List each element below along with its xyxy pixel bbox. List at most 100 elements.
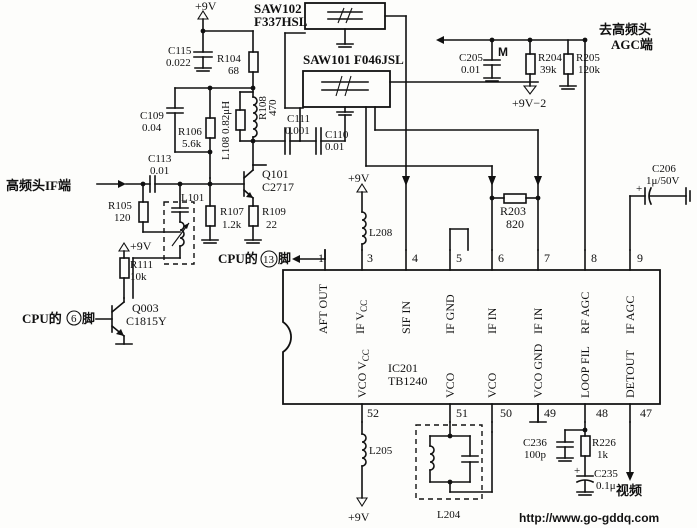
svg-text:脚: 脚 — [278, 251, 291, 266]
pin-3-name: IF VCC — [353, 300, 369, 334]
c113-ref: C113 — [148, 153, 172, 165]
r105-val: 120 — [114, 212, 131, 224]
vcc-bot-label: +9V — [348, 510, 370, 524]
if-vcc-supply — [356, 182, 368, 251]
input-network — [96, 175, 211, 265]
c110-ref: C110 — [325, 129, 349, 141]
vcc-mid-label: +9V — [348, 171, 370, 185]
video-label: 视频 — [616, 483, 642, 498]
r106-ref: R106 — [178, 126, 202, 138]
r109-ref: R109 — [262, 206, 286, 218]
r106-val: 5.6k — [182, 138, 202, 150]
pin-9-number: 9 — [637, 251, 643, 265]
aft-out-wiring — [292, 249, 326, 263]
svg-text:+: + — [574, 465, 580, 477]
l108-label: L108 0.82μH — [220, 101, 232, 160]
r203-val: 820 — [506, 217, 524, 231]
ic201-ref: IC201 — [388, 361, 418, 375]
pin-48-name: LOOP FIL — [578, 346, 592, 398]
vcc-agc-label: +9V−2 — [512, 96, 546, 110]
cpu-pin13-label: CPU的 13 脚 — [218, 250, 291, 268]
r105-ref: R105 — [108, 200, 132, 212]
ic201-part: TB1240 — [388, 374, 427, 388]
c109-val: 0.04 — [142, 122, 162, 134]
svg-text:13: 13 — [263, 254, 275, 266]
ic-top-pin-stubs — [324, 249, 631, 271]
c235-val: 0.1μ — [596, 480, 616, 492]
c205-val: 0.01 — [461, 64, 480, 76]
c111-ref: C111 — [287, 113, 310, 125]
c109-ref: C109 — [140, 110, 164, 122]
q101-ref: Q101 — [262, 167, 289, 181]
svg-text:6: 6 — [71, 313, 77, 325]
q101-part: C2717 — [262, 180, 294, 194]
vcc-top-label: +9V — [195, 0, 217, 13]
pin-6-number: 6 — [498, 251, 504, 265]
pin-47-name: DETOUT — [623, 350, 637, 398]
r107-val: 1.2k — [222, 219, 242, 231]
rf-agc-network — [436, 36, 588, 251]
pin-1-number: 1 — [318, 251, 324, 265]
pin-51-number: 51 — [456, 406, 468, 420]
r203-ref: R203 — [500, 204, 526, 218]
r104-ref: R104 — [217, 53, 241, 65]
c236-ref: C236 — [523, 437, 547, 449]
saw101-filter — [284, 70, 539, 167]
c115-val: 0.022 — [166, 57, 191, 69]
l204-ref: L204 — [437, 509, 461, 521]
pin-7-number: 7 — [544, 251, 550, 265]
video-output — [626, 421, 634, 481]
if-in-wiring — [402, 129, 542, 251]
l205-ref: L205 — [369, 445, 393, 457]
pin-1-name: AFT OUT — [316, 283, 330, 334]
pin-7-name: IF IN — [531, 307, 545, 334]
r204-val: 39k — [540, 64, 557, 76]
pin-8-name: RF AGC — [578, 292, 592, 334]
if-agc-network: + — [629, 183, 691, 251]
q003-ref: Q003 — [132, 301, 159, 315]
website-watermark: http://www.go-gddq.com — [519, 511, 659, 525]
c235-ref: C235 — [594, 468, 618, 480]
saw102-part: F337HSL — [254, 14, 308, 29]
pin-9-name: IF AGC — [623, 296, 637, 334]
q003-part: C1815Y — [126, 314, 167, 328]
c115-ref: C115 — [168, 45, 192, 57]
m-mark: M — [498, 45, 508, 59]
loop-filter-network: + — [556, 421, 595, 496]
q003-stage — [95, 241, 134, 345]
r111-val: 10k — [130, 271, 147, 283]
ic-bottom-pin-stubs — [361, 403, 631, 423]
r109-val: 22 — [266, 219, 277, 231]
r111-ref: R111 — [130, 259, 153, 271]
c236-val: 100p — [524, 449, 547, 461]
pin-4-name: SIF IN — [399, 301, 413, 334]
pin-49-number: 49 — [544, 406, 556, 420]
pin5-ground — [449, 228, 469, 251]
ic201-body — [282, 269, 661, 405]
vco-vcc-supply — [356, 421, 368, 508]
svg-text:CPU的: CPU的 — [218, 251, 258, 266]
pin49-ground — [529, 403, 547, 423]
r205-ref: R205 — [576, 52, 600, 64]
r108-ref: R108 — [257, 96, 269, 120]
saw101-label: SAW101 F046JSL — [303, 52, 404, 67]
pin-6-name: IF IN — [485, 307, 499, 334]
c205-ref: C205 — [459, 52, 483, 64]
r104-val: 68 — [228, 65, 240, 77]
l204-vco-tank — [415, 421, 493, 500]
pin-50-number: 50 — [500, 406, 512, 420]
c206-val: 1μ/50V — [646, 175, 679, 187]
svg-text:CPU的: CPU的 — [22, 311, 62, 326]
c110-val: 0.01 — [325, 141, 344, 153]
tuner-if-label: 高频头IF端 — [6, 178, 71, 193]
l208-ref: L208 — [369, 227, 393, 239]
r204-ref: R204 — [538, 52, 562, 64]
svg-text:+: + — [636, 183, 642, 195]
r226-val: 1k — [597, 449, 609, 461]
pin-52-number: 52 — [367, 406, 379, 420]
c206-ref: C206 — [652, 163, 676, 175]
vcc-q003-label: +9V — [130, 239, 152, 253]
r205-val: 120k — [578, 64, 601, 76]
pin-3-number: 3 — [367, 251, 373, 265]
